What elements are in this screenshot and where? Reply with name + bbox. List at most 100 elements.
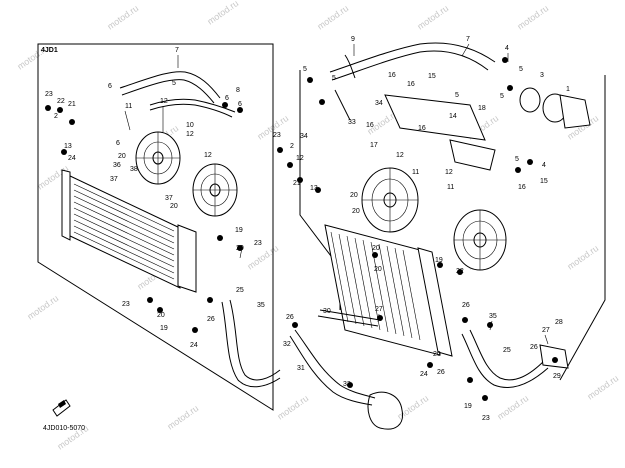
callout-label: 7	[466, 36, 470, 43]
fan-assembly-main-a	[361, 167, 419, 233]
callout-label: 5	[455, 92, 459, 99]
bracket-18	[449, 139, 496, 171]
callout-label: 6	[108, 83, 112, 90]
callout-label: 16	[388, 72, 396, 79]
callout-label: 9	[351, 36, 355, 43]
callout-label: 6	[116, 140, 120, 147]
callout-label: 18	[478, 105, 486, 112]
hose-9	[344, 54, 356, 79]
fan-assembly-left-b	[192, 163, 238, 217]
callout-label: 36	[113, 162, 121, 169]
watermark-text: motod.ru	[165, 403, 200, 432]
hose-7-main	[329, 42, 496, 73]
hose-8-left	[149, 98, 236, 113]
callout-label: 2	[54, 113, 58, 120]
callout-label: 20	[352, 208, 360, 215]
hose-7-left	[119, 71, 221, 99]
callout-label: 6	[225, 95, 229, 102]
callout-label: 26	[207, 316, 215, 323]
callout-label: 4	[505, 45, 509, 52]
callout-label: 20	[118, 153, 126, 160]
callout-label: 16	[418, 125, 426, 132]
thermostat-housing	[519, 87, 591, 129]
callout-label: 3	[540, 72, 544, 79]
callout-label: 32	[343, 381, 351, 388]
callout-label: 26	[530, 344, 538, 351]
callout-label: 2	[290, 143, 294, 150]
callout-label: 29	[553, 373, 561, 380]
callout-label: 16	[407, 81, 415, 88]
watermark-text: motod.ru	[205, 0, 240, 27]
callout-label: 13	[64, 143, 72, 150]
callout-label: 19	[160, 325, 168, 332]
callout-label: 20	[372, 245, 380, 252]
callout-label: 11	[447, 184, 454, 191]
callout-label: 4	[542, 162, 546, 169]
callout-label: 17	[370, 142, 378, 149]
callout-label: 19	[464, 403, 472, 410]
callout-label: 25	[236, 287, 244, 294]
callout-label: 16	[366, 122, 374, 129]
hose-25	[469, 329, 546, 381]
pipe-joint-27-29	[539, 344, 569, 369]
pipe-30-31	[294, 329, 376, 399]
callout-label: 30	[323, 308, 331, 315]
callout-label: 22	[57, 98, 65, 105]
callout-label: 7	[175, 47, 179, 54]
callout-label: 35	[489, 313, 497, 320]
callout-label: 19	[435, 257, 443, 264]
callout-label: 20	[350, 192, 358, 199]
callout-label: 20	[157, 312, 165, 319]
callout-label: 34	[300, 133, 308, 140]
watermark-text: motod.ru	[415, 3, 450, 32]
callout-label: 5	[519, 66, 523, 73]
callout-label: 21	[68, 101, 76, 108]
callout-label: 5	[172, 80, 176, 87]
callout-label: 23	[45, 91, 53, 98]
watermark-text: motod.ru	[495, 393, 530, 422]
radiator-core-left	[61, 169, 197, 293]
callout-label: 12	[296, 155, 304, 162]
callout-label: 1	[566, 86, 570, 93]
callout-label: 24	[68, 155, 76, 162]
callout-label: 12	[445, 169, 453, 176]
panel-label: 4JD1	[41, 47, 58, 54]
hose-lower-left	[229, 299, 281, 381]
callout-label: 12	[204, 152, 212, 159]
callout-label: 20	[170, 203, 178, 210]
callout-label: 38	[130, 166, 138, 173]
callout-label: 20	[374, 266, 382, 273]
reservoir-tank	[367, 391, 404, 430]
callout-label: 24	[190, 342, 198, 349]
watermark-text: motod.ru	[245, 243, 280, 272]
callout-label: 27	[375, 306, 383, 313]
callout-label: 32	[283, 341, 291, 348]
callout-label: 12	[186, 131, 194, 138]
main-assembly	[289, 42, 606, 406]
callout-label: 14	[449, 113, 457, 120]
callout-label: 23	[122, 301, 130, 308]
fasteners	[45, 57, 558, 401]
fan-assembly-left-a	[135, 131, 181, 185]
watermark-text: motod.ru	[25, 293, 60, 322]
inset-panel-border	[37, 43, 274, 411]
watermark-text: motod.ru	[275, 393, 310, 422]
callout-label: 11	[125, 103, 132, 110]
callout-label: 31	[297, 365, 305, 372]
callout-label: 10	[186, 122, 194, 129]
callout-label: 33	[348, 119, 356, 126]
watermark-text: motod.ru	[565, 243, 600, 272]
inset-panel-4jd1: 4JD1	[37, 43, 281, 411]
callout-label: 27	[542, 327, 550, 334]
fan-assembly-main-b	[453, 209, 507, 271]
callout-label: 25	[503, 347, 511, 354]
callout-label: 26	[437, 369, 445, 376]
watermark-text: motod.ru	[315, 3, 350, 32]
callout-label: 26	[462, 302, 470, 309]
callout-label: 23	[482, 415, 490, 422]
front-arrow-icon	[52, 399, 71, 417]
leader-lines	[124, 43, 549, 345]
callout-label: 20	[236, 245, 244, 252]
callout-label: 11	[412, 169, 419, 176]
